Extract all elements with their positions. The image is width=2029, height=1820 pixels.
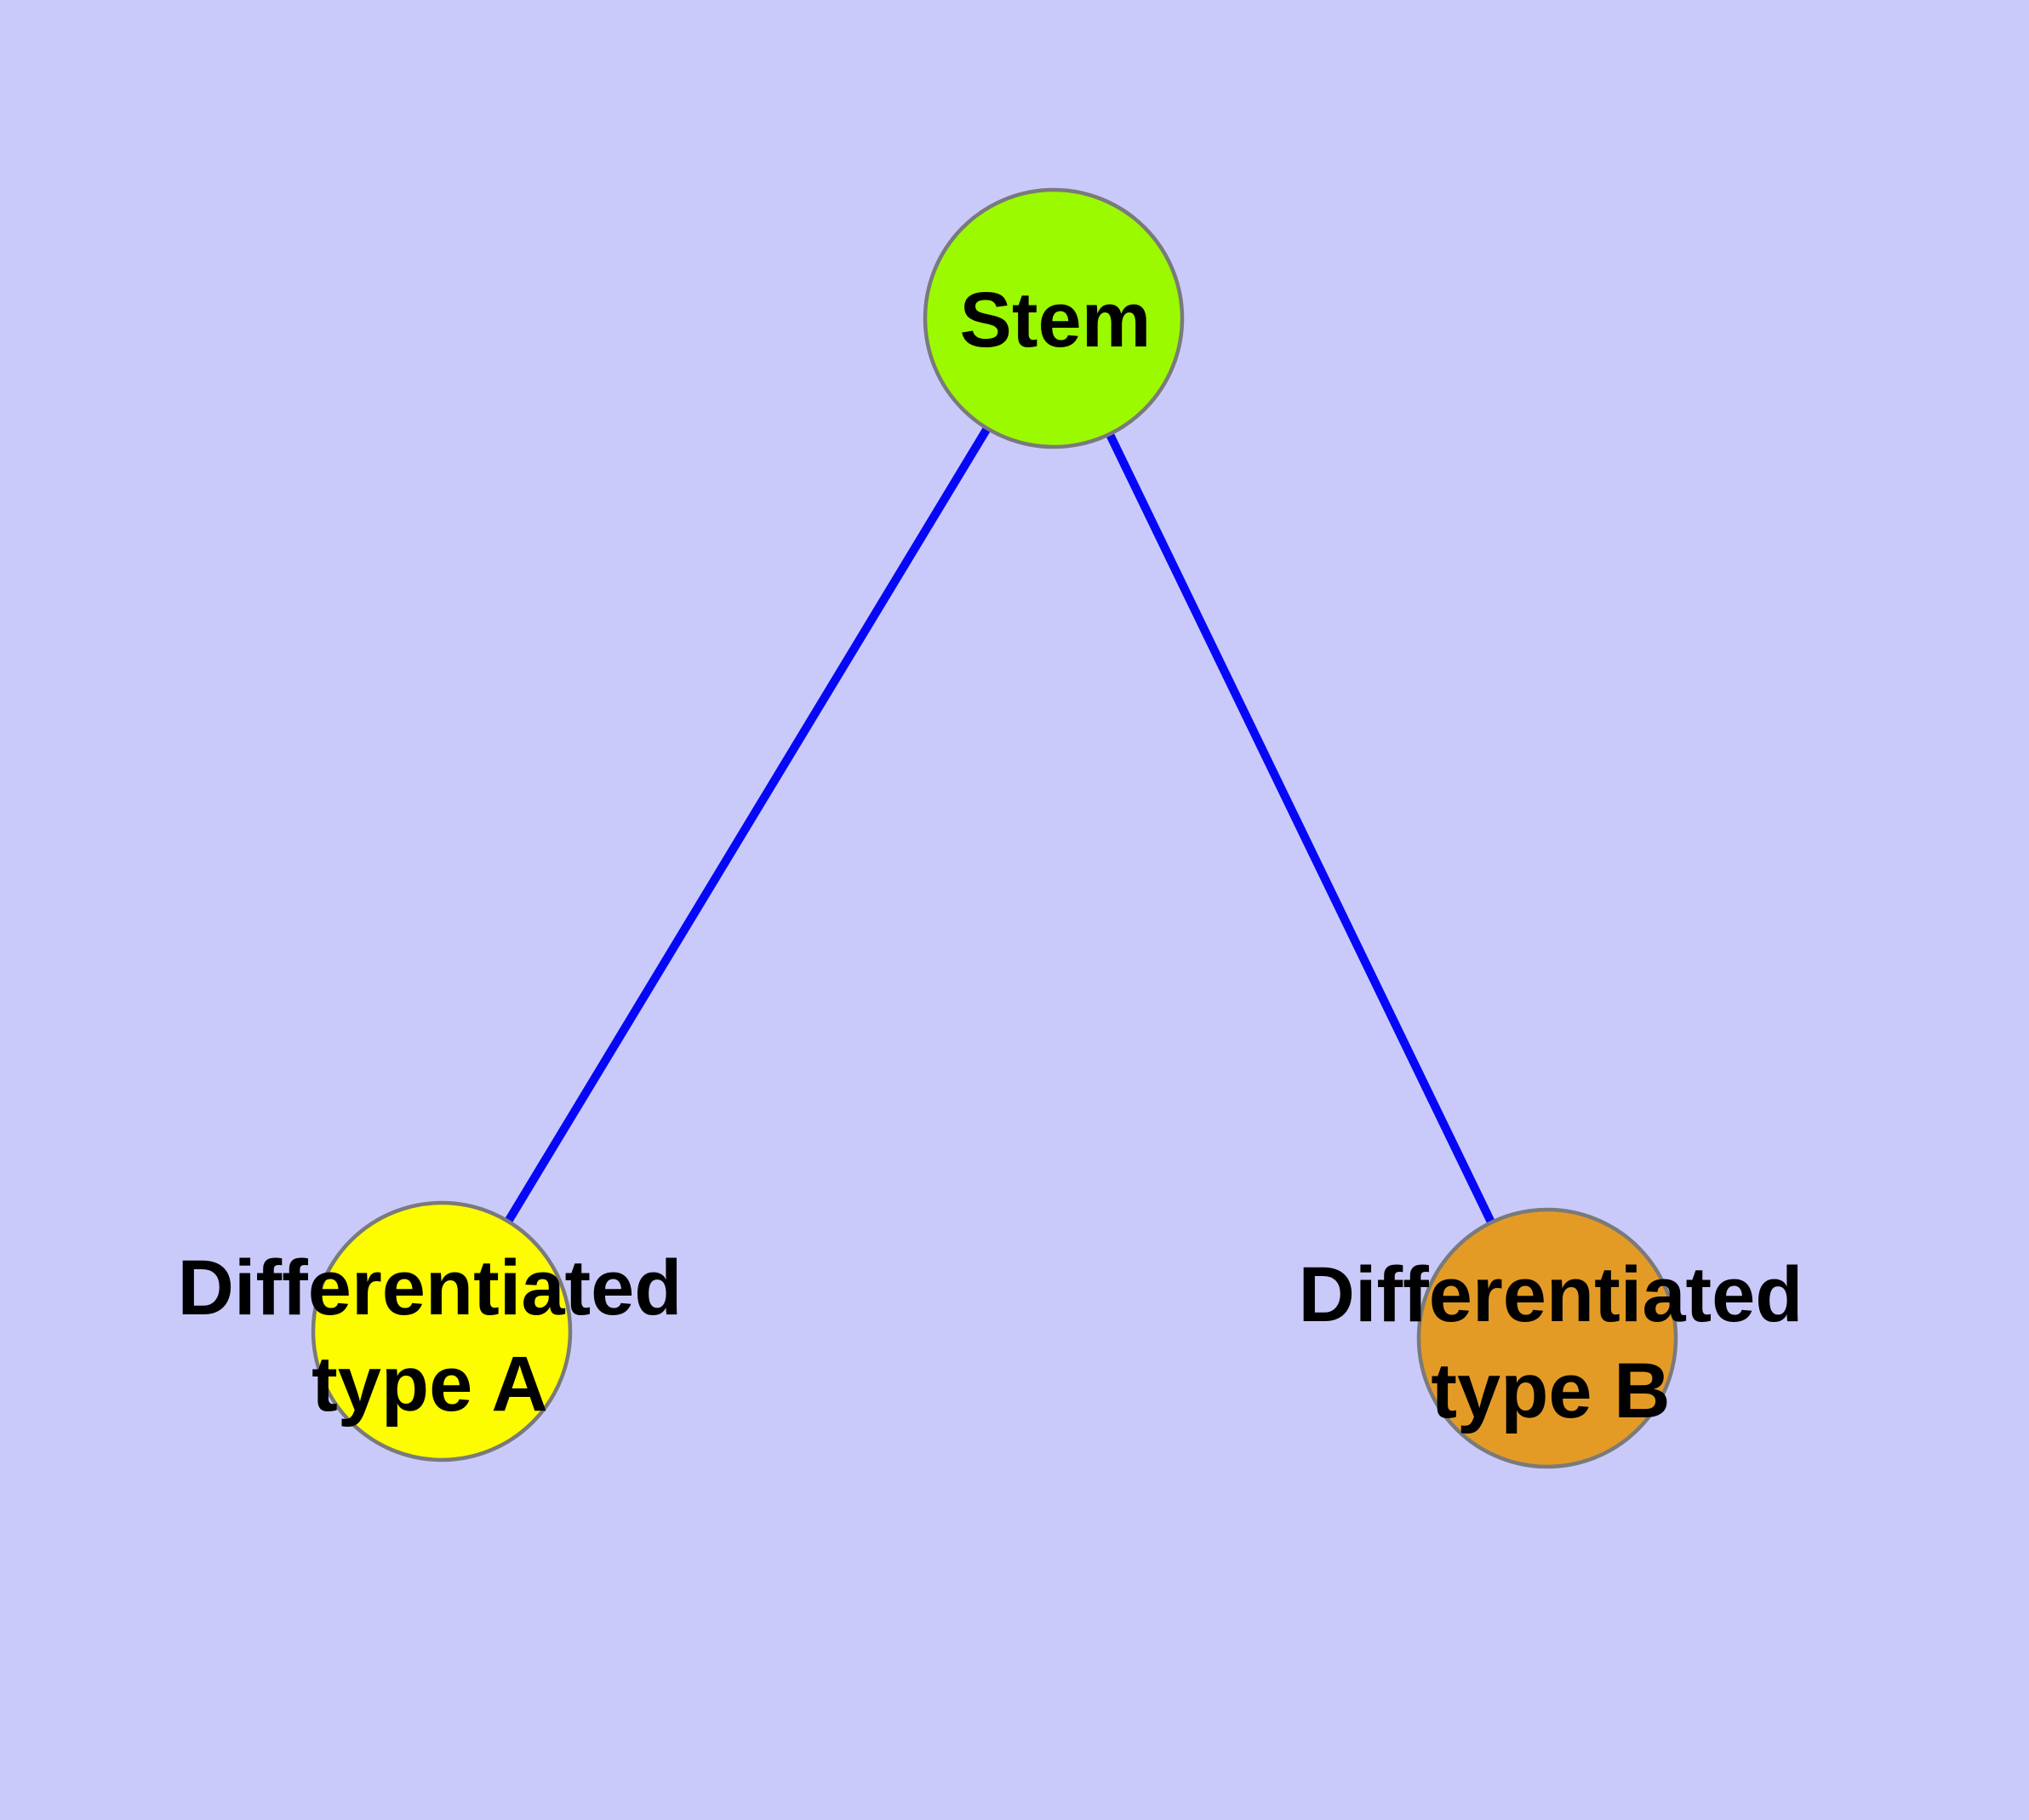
node-differentiated-type-a-label-line2: type A (311, 1341, 548, 1428)
node-stem-label: Stem (960, 277, 1152, 363)
edge-stem-to-type-b (1049, 316, 1552, 1341)
node-differentiated-type-b-label-line2: type B (1431, 1348, 1670, 1434)
node-differentiated-type-b (1416, 1207, 1678, 1469)
node-stem (923, 187, 1185, 449)
node-differentiated-type-b-label-line1: Differentiated (1299, 1251, 1803, 1338)
node-differentiated-type-a (311, 1200, 573, 1462)
node-differentiated-type-a-label-line1: Differentiated (178, 1245, 683, 1331)
edge-stem-to-type-a (437, 316, 1058, 1334)
